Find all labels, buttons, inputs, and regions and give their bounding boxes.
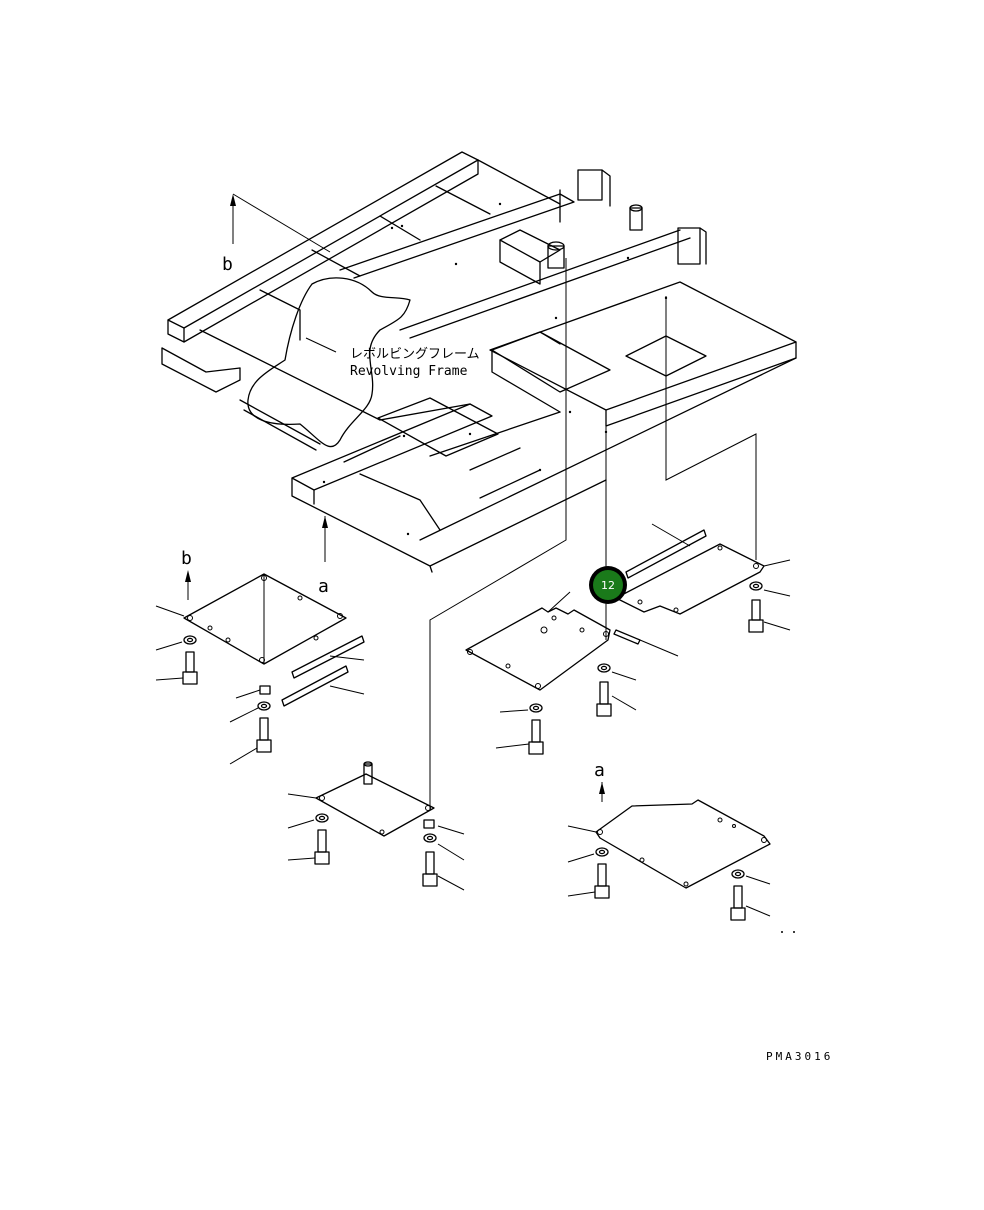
view-b-arrow-top bbox=[230, 193, 331, 253]
revolving-frame bbox=[161, 151, 797, 573]
view-letter-a-frame: a bbox=[318, 576, 329, 597]
view-a-arrow-cover bbox=[599, 782, 605, 802]
cover-12-group bbox=[465, 591, 679, 755]
cover-right-group bbox=[615, 523, 791, 633]
view-letter-b-cover: b bbox=[181, 548, 192, 569]
view-b-arrow-cover bbox=[185, 570, 191, 600]
drawing-code: PMA3016 bbox=[766, 1050, 833, 1063]
cover-small-group bbox=[287, 761, 465, 891]
view-letter-b-top: b bbox=[222, 254, 233, 275]
callout-12-marker[interactable]: 12 bbox=[589, 566, 627, 604]
callout-12-number: 12 bbox=[601, 579, 615, 592]
view-letter-a-cover: a bbox=[594, 760, 605, 781]
cover-a-group bbox=[567, 799, 795, 933]
frame-label-english: Revolving Frame bbox=[350, 364, 468, 379]
frame-label-japanese: レボルビングフレーム bbox=[350, 347, 480, 362]
view-a-arrow-frame bbox=[322, 516, 328, 562]
cover-b-group bbox=[155, 573, 365, 765]
